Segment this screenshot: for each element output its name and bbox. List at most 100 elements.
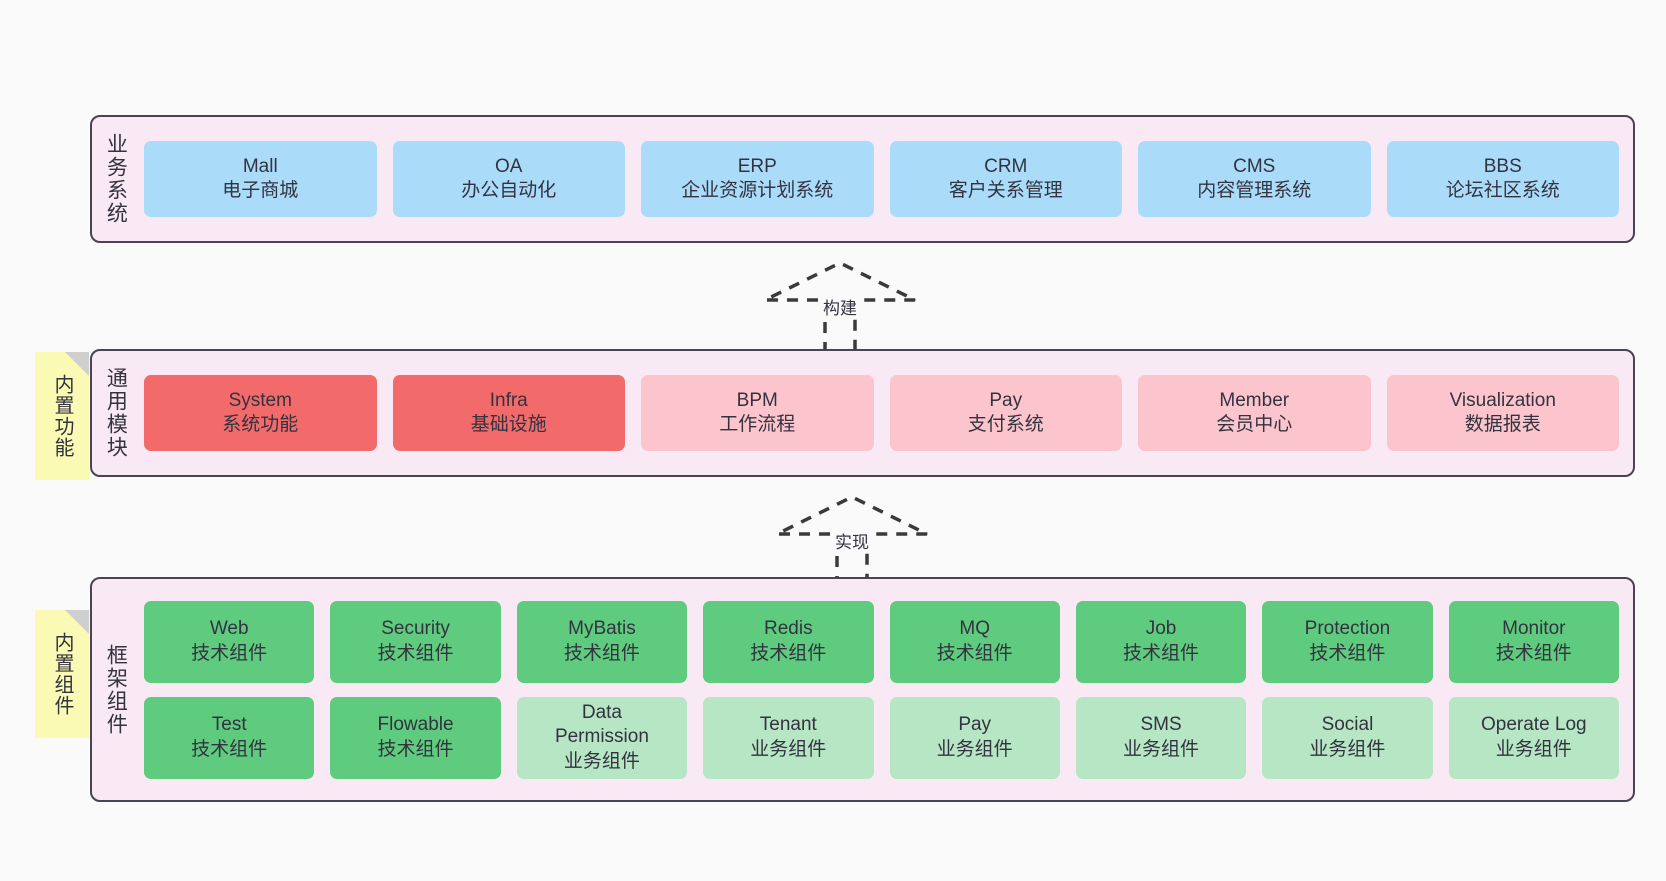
connector-build: 构建 xyxy=(760,258,920,358)
card-title: Protection xyxy=(1304,618,1391,640)
card-title: Member xyxy=(1219,389,1290,411)
card-title: OA xyxy=(495,155,523,177)
connector-implement: 实现 xyxy=(772,492,932,592)
card-mall[interactable]: Mall 电子商城 xyxy=(144,141,377,217)
note-fold-icon xyxy=(65,352,89,376)
layer-body-common-modules: System 系统功能 Infra 基础设施 BPM 工作流程 Pay 支付系统… xyxy=(138,351,1633,475)
card-tenant[interactable]: Tenant 业务组件 xyxy=(703,696,874,779)
card-row: Test 技术组件 Flowable 技术组件 Data Permission … xyxy=(144,696,1619,779)
card-subtitle: 技术组件 xyxy=(1123,642,1200,664)
card-title: System xyxy=(228,389,292,411)
card-title: Security xyxy=(381,618,450,640)
card-subtitle: 技术组件 xyxy=(936,642,1013,664)
card-title: Pay xyxy=(958,714,992,736)
card-subtitle: 业务组件 xyxy=(750,738,827,760)
card-row: System 系统功能 Infra 基础设施 BPM 工作流程 Pay 支付系统… xyxy=(144,375,1619,451)
card-subtitle: 业务组件 xyxy=(1495,738,1572,760)
card-operate-log[interactable]: Operate Log 业务组件 xyxy=(1448,696,1619,779)
card-cms[interactable]: CMS 内容管理系统 xyxy=(1138,141,1371,217)
card-subtitle: 电子商城 xyxy=(222,180,299,201)
card-title: Monitor xyxy=(1502,618,1566,640)
card-protection[interactable]: Protection 技术组件 xyxy=(1262,600,1433,683)
card-title: Data xyxy=(581,702,622,724)
card-title: Flowable xyxy=(377,714,454,736)
card-subtitle: 工作流程 xyxy=(719,414,796,435)
card-sms[interactable]: SMS 业务组件 xyxy=(1075,696,1247,779)
card-subtitle: 数据报表 xyxy=(1464,414,1541,435)
card-subtitle: 系统功能 xyxy=(222,414,299,435)
layer-body-business-systems: Mall 电子商城 OA 办公自动化 ERP 企业资源计划系统 CRM 客户关系… xyxy=(138,117,1633,241)
card-subtitle: 基础设施 xyxy=(470,414,547,435)
card-subtitle: 技术组件 xyxy=(377,642,454,664)
card-title: BBS xyxy=(1483,155,1522,177)
card-subtitle: 业务组件 xyxy=(1123,738,1200,760)
card-subtitle: 技术组件 xyxy=(750,642,827,664)
card-monitor[interactable]: Monitor 技术组件 xyxy=(1448,600,1619,683)
layer-business-systems: 业务系统 Mall 电子商城 OA 办公自动化 ERP 企业资源计划系统 CRM… xyxy=(90,115,1635,243)
card-row: Mall 电子商城 OA 办公自动化 ERP 企业资源计划系统 CRM 客户关系… xyxy=(144,141,1619,217)
layer-title-business-systems: 业务系统 xyxy=(104,133,128,225)
card-subtitle: 内容管理系统 xyxy=(1197,180,1312,201)
card-subtitle: 会员中心 xyxy=(1216,414,1293,435)
layer-framework-components: 框架组件 Web 技术组件 Security 技术组件 MyBatis 技术组件… xyxy=(90,577,1635,802)
card-title: MQ xyxy=(959,618,990,640)
card-web[interactable]: Web 技术组件 xyxy=(144,600,315,683)
card-data-permission[interactable]: Data Permission 业务组件 xyxy=(516,696,688,779)
note-builtin-components: 内置组件 xyxy=(35,610,89,738)
note-label: 内置组件 xyxy=(51,632,73,716)
card-title: Redis xyxy=(764,618,813,640)
card-crm[interactable]: CRM 客户关系管理 xyxy=(889,141,1122,217)
card-job[interactable]: Job 技术组件 xyxy=(1075,600,1247,683)
card-subtitle: 企业资源计划系统 xyxy=(681,180,834,201)
card-row: Web 技术组件 Security 技术组件 MyBatis 技术组件 Redi… xyxy=(144,600,1619,683)
card-oa[interactable]: OA 办公自动化 xyxy=(392,141,625,217)
card-title: Operate Log xyxy=(1480,714,1587,736)
card-title: ERP xyxy=(737,155,777,177)
card-infra[interactable]: Infra 基础设施 xyxy=(392,375,625,451)
card-system[interactable]: System 系统功能 xyxy=(144,375,377,451)
card-title: Visualization xyxy=(1449,389,1556,411)
card-subtitle: 支付系统 xyxy=(967,414,1044,435)
connector-label: 构建 xyxy=(820,294,860,319)
card-subtitle: 论坛社区系统 xyxy=(1445,180,1560,201)
card-mybatis[interactable]: MyBatis 技术组件 xyxy=(516,600,688,683)
card-title: CMS xyxy=(1233,155,1276,177)
card-title-line2: Permission xyxy=(554,726,649,748)
card-test[interactable]: Test 技术组件 xyxy=(144,696,315,779)
card-title: Infra xyxy=(489,389,528,411)
note-label: 内置功能 xyxy=(51,374,73,458)
card-title: CRM xyxy=(984,155,1028,177)
layer-title-common-modules: 通用模块 xyxy=(104,367,128,459)
card-flowable[interactable]: Flowable 技术组件 xyxy=(330,696,501,779)
card-subtitle: 客户关系管理 xyxy=(948,180,1063,201)
card-subtitle: 技术组件 xyxy=(563,642,640,664)
card-title: Web xyxy=(209,618,249,640)
card-pay-business[interactable]: Pay 业务组件 xyxy=(889,696,1060,779)
card-subtitle: 技术组件 xyxy=(1495,642,1572,664)
card-member[interactable]: Member 会员中心 xyxy=(1138,375,1371,451)
layer-common-modules: 通用模块 System 系统功能 Infra 基础设施 BPM 工作流程 Pay… xyxy=(90,349,1635,477)
card-erp[interactable]: ERP 企业资源计划系统 xyxy=(641,141,874,217)
card-redis[interactable]: Redis 技术组件 xyxy=(703,600,874,683)
card-subtitle: 业务组件 xyxy=(563,750,640,772)
card-title: Mall xyxy=(242,155,278,177)
card-subtitle: 技术组件 xyxy=(191,642,268,664)
card-subtitle: 业务组件 xyxy=(936,738,1013,760)
card-security[interactable]: Security 技术组件 xyxy=(330,600,501,683)
card-visualization[interactable]: Visualization 数据报表 xyxy=(1386,375,1619,451)
card-bbs[interactable]: BBS 论坛社区系统 xyxy=(1386,141,1619,217)
card-bpm[interactable]: BPM 工作流程 xyxy=(641,375,874,451)
card-social[interactable]: Social 业务组件 xyxy=(1262,696,1433,779)
layer-body-framework-components: Web 技术组件 Security 技术组件 MyBatis 技术组件 Redi… xyxy=(138,579,1633,800)
card-mq[interactable]: MQ 技术组件 xyxy=(889,600,1060,683)
card-subtitle: 技术组件 xyxy=(377,738,454,760)
card-subtitle: 技术组件 xyxy=(1309,642,1386,664)
card-title: MyBatis xyxy=(568,618,636,640)
card-pay[interactable]: Pay 支付系统 xyxy=(889,375,1122,451)
note-builtin-features: 内置功能 xyxy=(35,352,89,480)
card-subtitle: 业务组件 xyxy=(1309,738,1386,760)
card-title: Job xyxy=(1145,618,1177,640)
card-title: Pay xyxy=(989,389,1023,411)
card-title: Test xyxy=(211,714,247,736)
